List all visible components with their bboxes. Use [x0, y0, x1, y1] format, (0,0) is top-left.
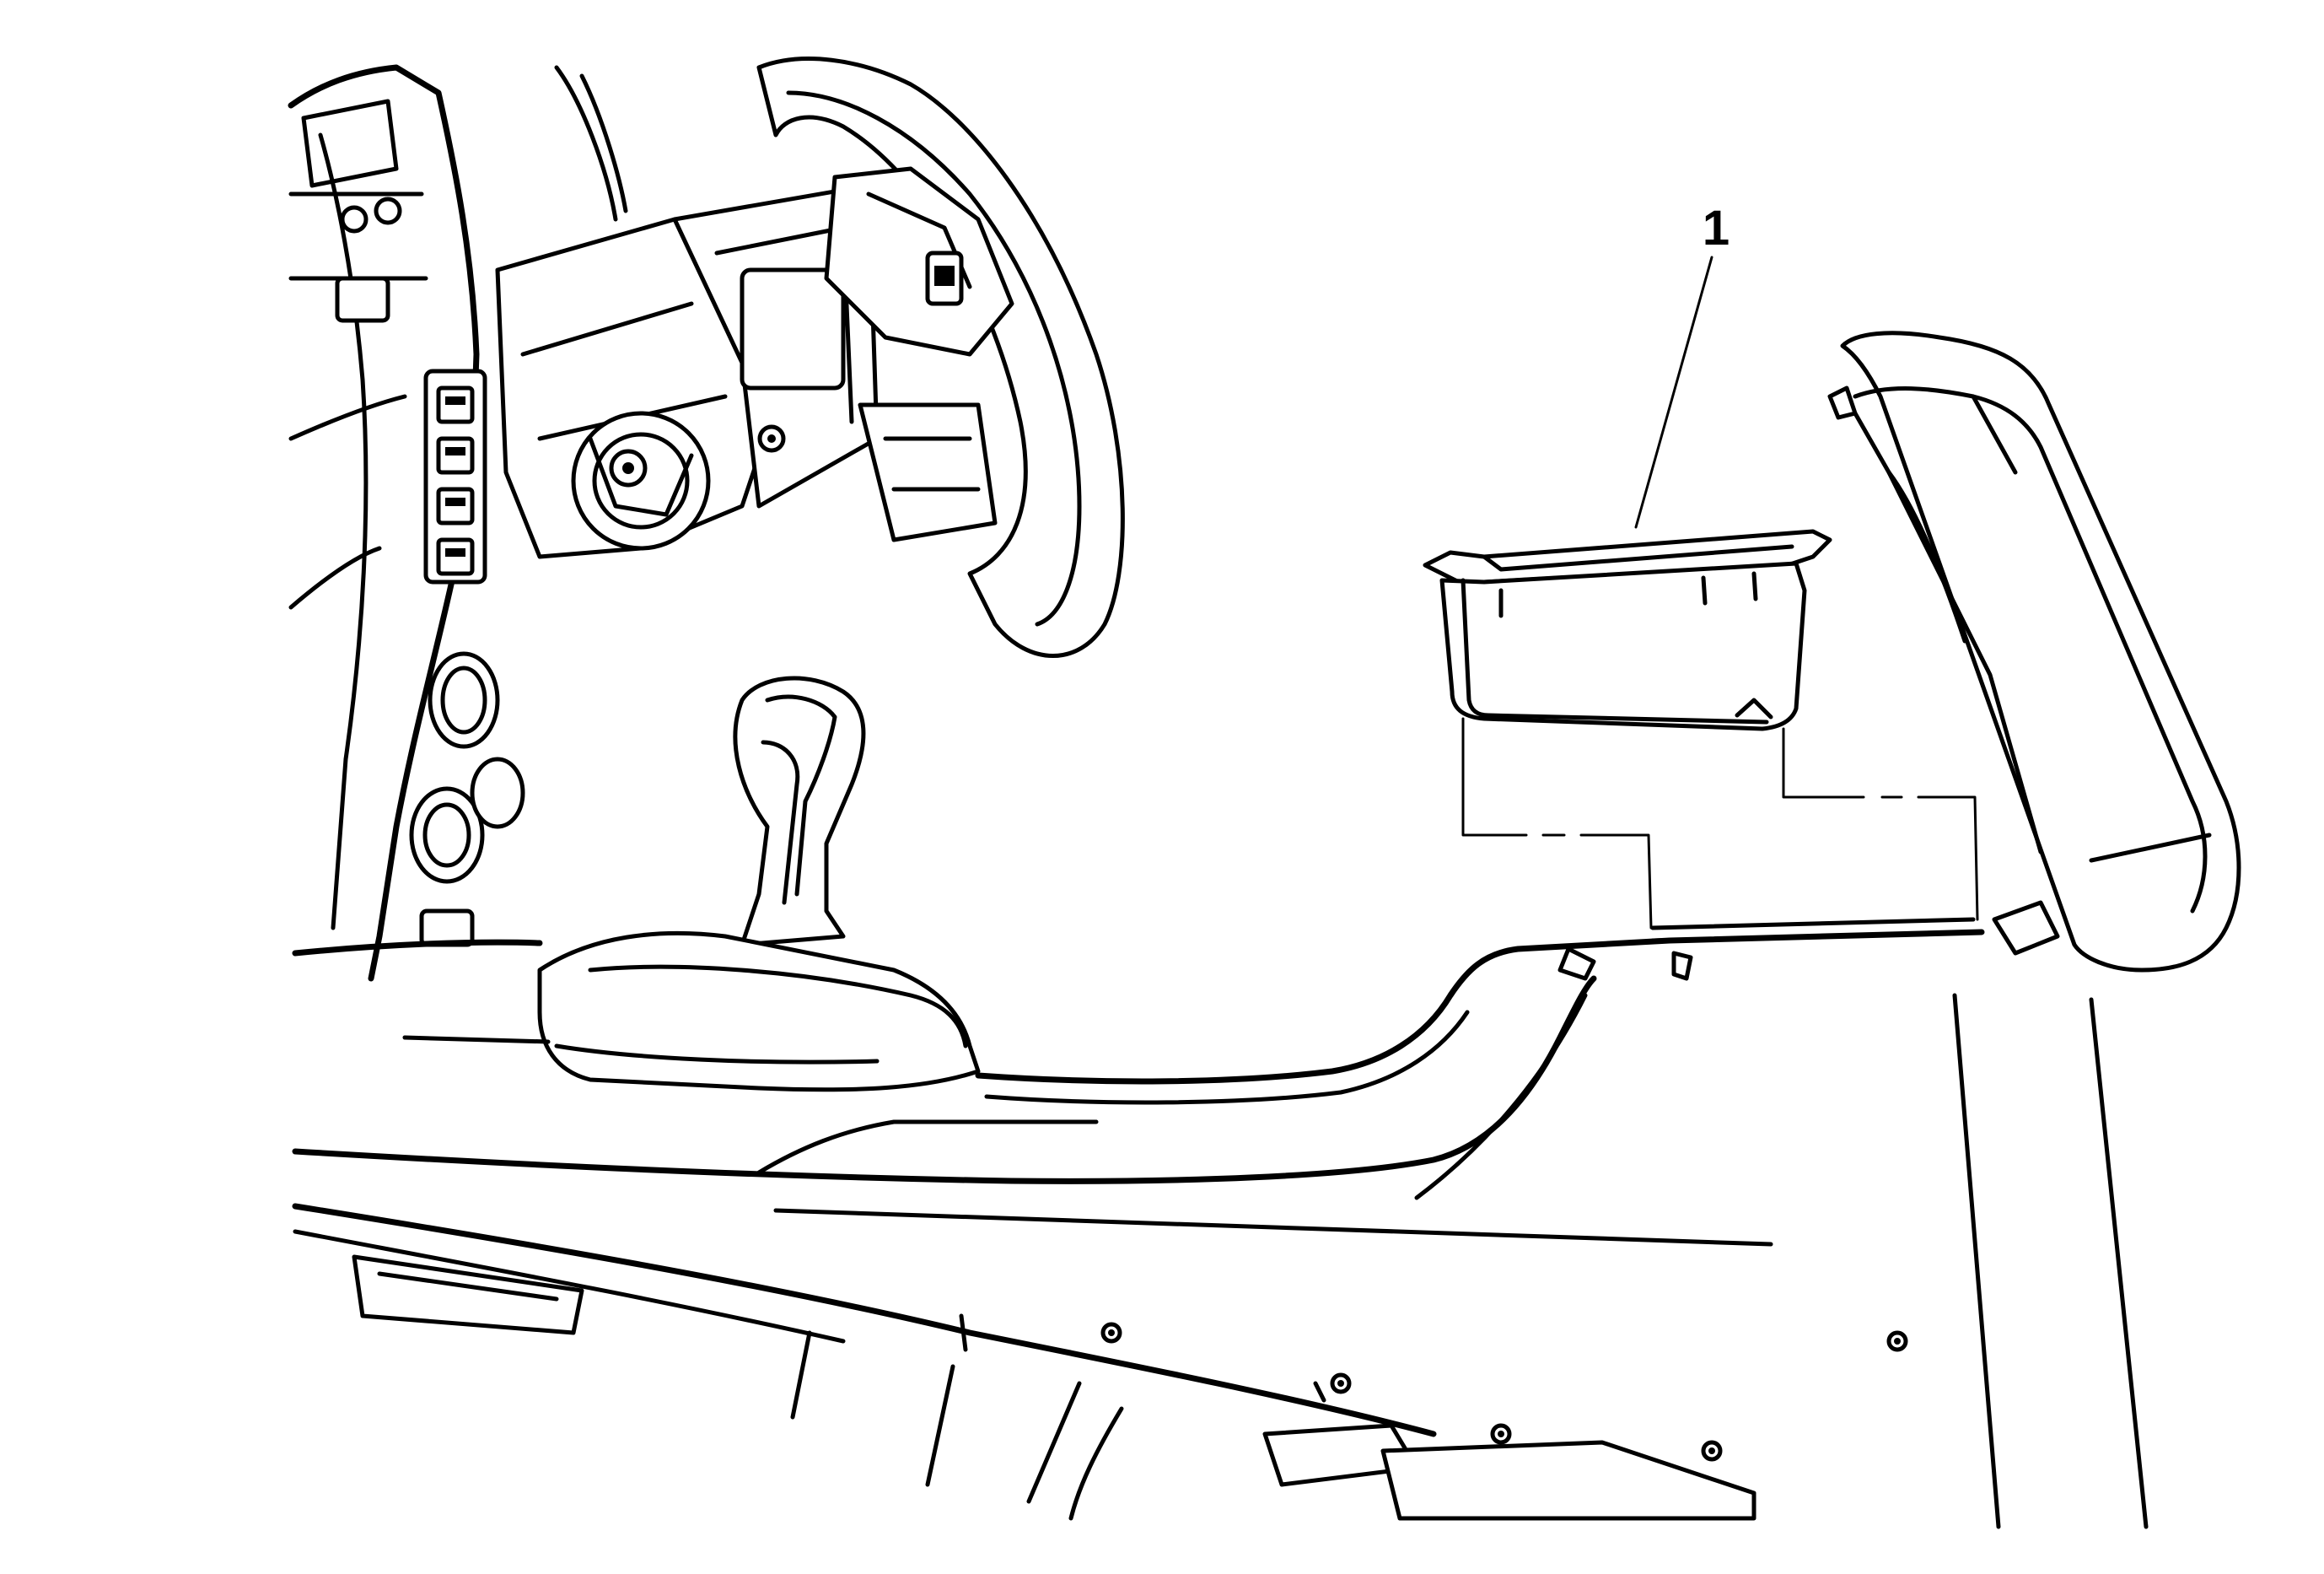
callout-leader-line — [1634, 256, 1713, 529]
hvac-knobs — [409, 651, 525, 947]
callout-label: 1 — [1703, 201, 1730, 256]
shift-lever — [537, 676, 981, 1092]
center-console — [292, 900, 2149, 1529]
storage-compartment — [1423, 529, 1832, 731]
armrest-lid — [1827, 331, 2241, 973]
instrument-panel — [288, 64, 628, 982]
switch-bank — [423, 369, 487, 585]
assembly-lines — [1461, 717, 1979, 930]
steering-column — [495, 183, 880, 559]
steering-wheel — [756, 57, 1125, 658]
callout-1: 1 — [1634, 201, 1730, 529]
